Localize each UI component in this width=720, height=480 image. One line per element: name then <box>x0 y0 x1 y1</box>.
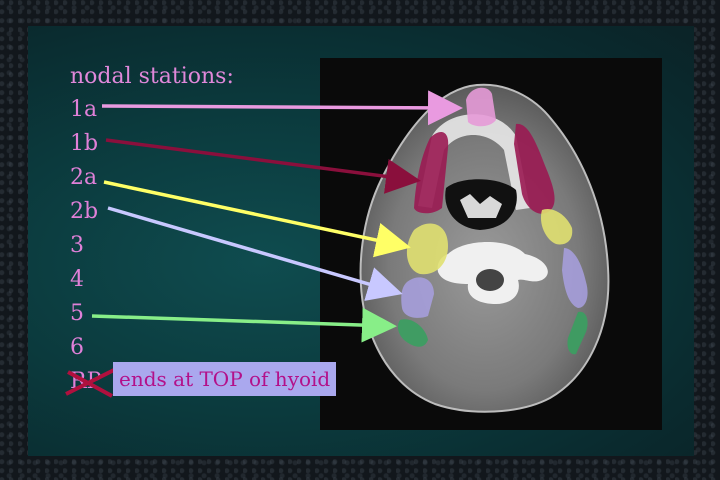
ct-axial-slice <box>359 83 610 413</box>
station-5-label: 5 <box>70 301 84 326</box>
node-1b-right-region <box>514 123 555 214</box>
node-1a-region <box>466 87 496 127</box>
node-5-right-region <box>567 311 588 355</box>
node-2a-left-region <box>406 223 448 275</box>
strikeout-icon <box>65 368 115 398</box>
station-1b-label: 1b <box>70 131 99 156</box>
station-4-label: 4 <box>70 267 84 292</box>
node-2b-right-region <box>562 248 588 308</box>
title-label: nodal stations: <box>70 64 234 89</box>
station-1a-label: 1a <box>70 97 98 122</box>
callout-box: ends at TOP of hyoid <box>113 362 337 396</box>
ct-scan-image <box>320 58 662 430</box>
station-6-label: 6 <box>70 335 84 360</box>
station-3-label: 3 <box>70 233 84 258</box>
node-2a-right-region <box>540 208 573 245</box>
node-1b-left-region <box>414 132 449 214</box>
node-5-left-region <box>397 319 428 347</box>
station-2b-label: 2b <box>70 199 99 224</box>
node-2b-left-region <box>401 277 434 318</box>
station-2a-label: 2a <box>70 165 98 190</box>
